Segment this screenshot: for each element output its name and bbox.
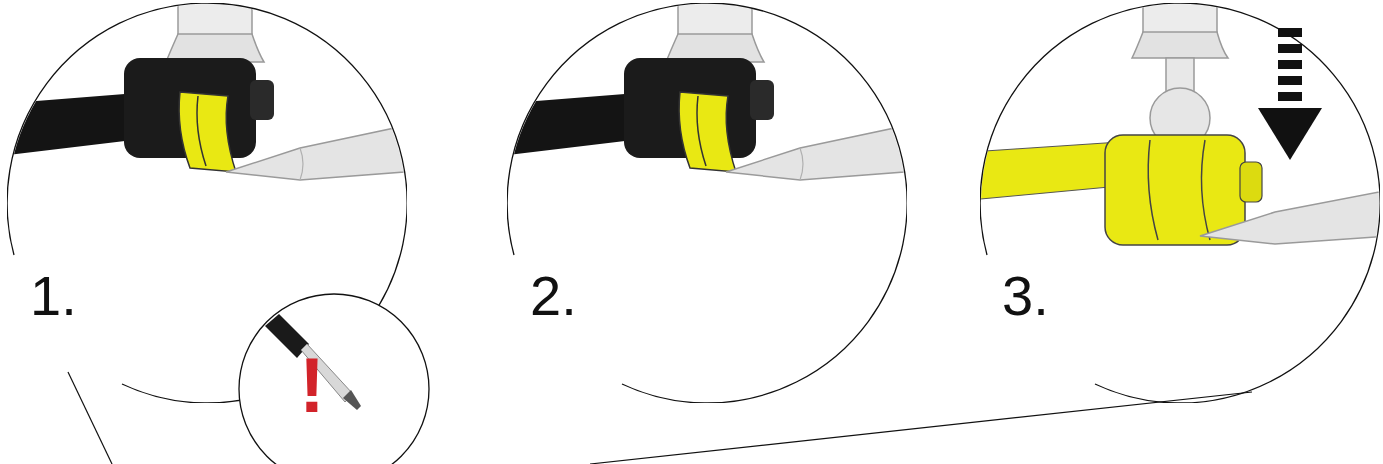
circle-outline xyxy=(507,3,907,403)
warning-mark: ! xyxy=(299,346,325,424)
step-circle: 2. xyxy=(507,3,907,403)
step-number: 1. xyxy=(30,268,77,324)
tool-icon-circle: ! xyxy=(237,292,431,464)
step-circle: 3. xyxy=(980,3,1380,403)
step-number: 3. xyxy=(1002,268,1049,324)
circle-outline xyxy=(237,292,431,464)
step-number: 2. xyxy=(530,268,577,324)
circle-outline xyxy=(980,3,1380,403)
